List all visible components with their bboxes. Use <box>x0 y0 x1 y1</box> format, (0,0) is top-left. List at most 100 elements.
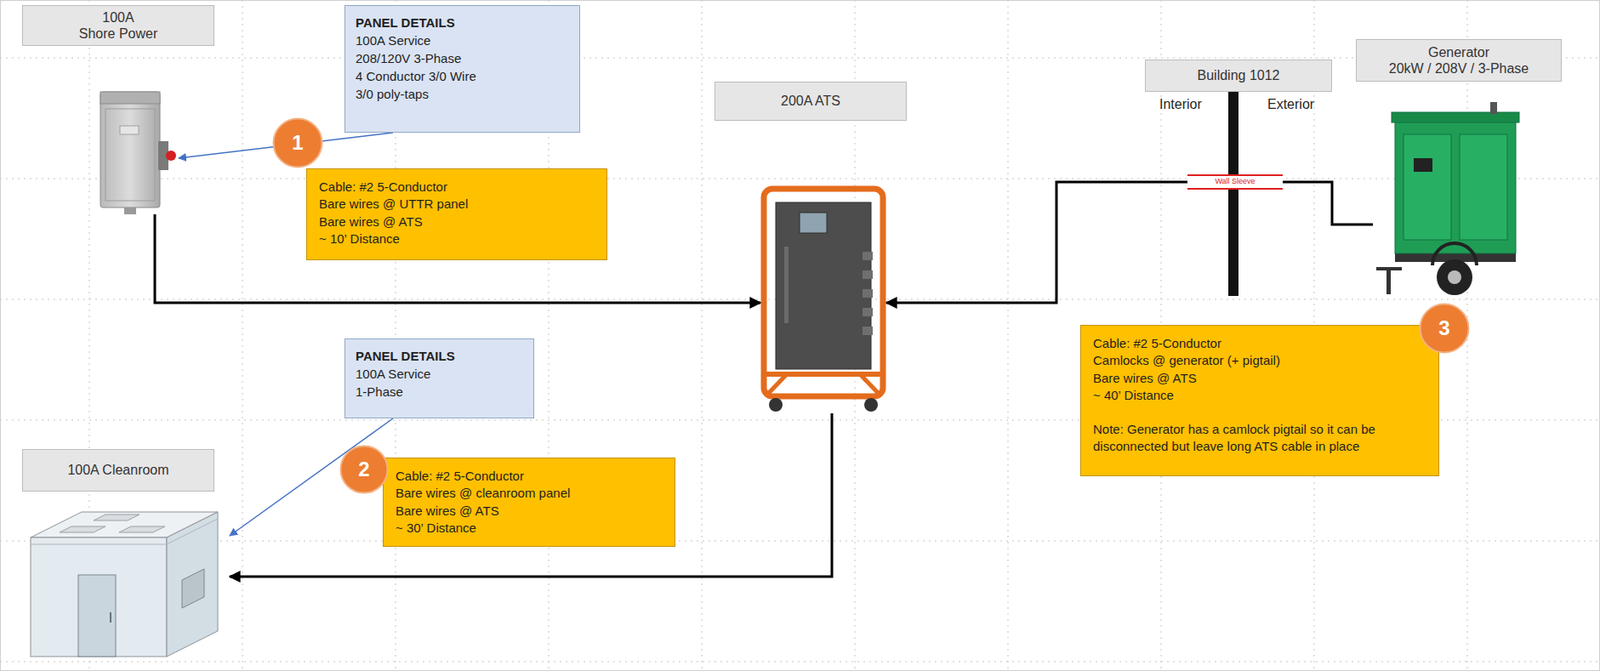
equipment-label-box: 200A ATS <box>714 81 907 121</box>
generator-trailer-part <box>1391 112 1520 123</box>
transfer-switch-part <box>763 371 883 377</box>
equipment-node: 200A ATS <box>760 183 887 414</box>
cable-note-line: ~ 10’ Distance <box>318 230 595 248</box>
grid-lines-part <box>701 0 703 671</box>
cable-note-box: Cable: #2 5-ConductorBare wires @ UTTR p… <box>306 168 608 261</box>
transfer-switch-part <box>862 289 873 298</box>
wall-sleeve-part <box>1187 187 1283 190</box>
panel-line: 1-Phase <box>355 382 524 401</box>
sleeve-label: Wall Sleeve <box>1212 177 1257 187</box>
cleanroom-enclosure-part <box>166 518 218 545</box>
cleanroom-enclosure-part <box>78 575 116 657</box>
callout-circle-fill <box>273 119 323 168</box>
callout-circle-fill <box>341 446 388 494</box>
transfer-switch-part <box>862 251 873 261</box>
wall-sleeve-part <box>1187 175 1283 189</box>
equipment-node: 100A Cleanroom <box>20 505 230 666</box>
generator-trailer-part <box>1403 134 1452 240</box>
side-label: Exterior <box>1267 96 1315 113</box>
panel-line: 100A Service <box>355 31 570 50</box>
callout-circle: 1 <box>272 117 324 169</box>
transfer-switch-part <box>799 212 827 234</box>
equipment-node: Generator20kW / 208V / 3-Phase <box>1372 102 1521 307</box>
generator-trailer-part <box>1413 158 1433 172</box>
cleanroom-enclosure-part <box>109 612 112 623</box>
power-cable-arrow <box>886 182 1373 303</box>
equipment-label: 100A <box>102 9 134 26</box>
transfer-switch-part <box>862 307 873 317</box>
generator-trailer-part <box>1436 259 1473 296</box>
leader-arrow <box>229 418 393 536</box>
cable-note-line: ~ 40’ Distance <box>1093 387 1427 405</box>
cleanroom-enclosure-part <box>166 512 218 657</box>
cleanroom-enclosure-part <box>93 514 140 521</box>
transfer-switch-part <box>859 374 882 397</box>
disconnect-switch-part <box>105 108 155 201</box>
power-cable-arrow <box>229 413 832 577</box>
disconnect-switch-part <box>124 207 137 215</box>
equipment-label-box: 100AShore Power <box>22 5 215 46</box>
equipment-label: Generator <box>1428 44 1490 61</box>
transfer-switch <box>763 188 883 412</box>
grid-lines-part <box>0 661 1600 663</box>
building-wall <box>1228 91 1239 297</box>
transfer-switch-part <box>864 398 878 412</box>
disconnect-switch-part <box>100 91 160 208</box>
equipment-label: 100A Cleanroom <box>67 461 169 479</box>
disconnect-switch-part <box>100 91 160 104</box>
cable-note-line: Bare wires @ ATS <box>318 213 595 231</box>
generator-trailer-part <box>1490 102 1498 114</box>
disconnect-switch-part <box>165 150 177 161</box>
generator-trailer <box>1376 102 1520 296</box>
transfer-switch-part <box>768 398 783 412</box>
panel-heading: PANEL DETAILS <box>355 13 570 32</box>
disconnect-switch <box>100 91 177 215</box>
cable-note-line: Bare wires @ ATS <box>395 502 663 520</box>
callout-number: 3 <box>1438 316 1450 341</box>
disconnect-switch-part <box>119 125 139 135</box>
cable-note-line: Cable: #2 5-Conductor <box>318 178 595 196</box>
equipment-label-box: Generator20kW / 208V / 3-Phase <box>1355 39 1562 82</box>
cleanroom-enclosure-part <box>30 537 167 657</box>
cleanroom-enclosure-part <box>30 544 167 546</box>
grid-lines-part <box>0 540 1600 542</box>
cleanroom-enclosure-part <box>59 526 106 533</box>
panel-line: 208/120V 3-Phase <box>355 49 570 68</box>
cleanroom-enclosure-part <box>182 569 205 609</box>
cable-note-box: Cable: #2 5-ConductorBare wires @ cleanr… <box>382 457 676 547</box>
callout-circle: 3 <box>1418 302 1470 354</box>
transfer-switch-part <box>765 374 787 397</box>
cleanroom-enclosure-part <box>119 526 166 533</box>
cable-note-line: Bare wires @ UTTR panel <box>318 195 595 213</box>
side-label: Interior <box>1159 96 1202 113</box>
equipment-node: 100AShore Power <box>93 86 179 215</box>
cable-note-line: ~ 30’ Distance <box>395 519 663 537</box>
panel-details-box: PANEL DETAILS100A Service1-Phase <box>344 338 535 419</box>
cable-note-line: Bare wires @ ATS <box>1093 370 1427 388</box>
cable-note-line: Bare wires @ cleanroom panel <box>395 484 663 502</box>
grid-lines-part <box>1007 0 1009 671</box>
cable-note-box: Cable: #2 5-ConductorCamlocks @ generato… <box>1080 324 1440 477</box>
cable-note-line: Camlocks @ generator (+ pigtail) <box>1093 352 1427 370</box>
equipment-label: Shore Power <box>79 25 159 42</box>
wall-sleeve <box>1187 175 1283 189</box>
generator-trailer-part <box>1447 270 1462 285</box>
transfer-switch-part <box>784 246 789 324</box>
panel-line: 3/0 poly-taps <box>355 85 570 103</box>
callout-circle-fill <box>1420 304 1470 354</box>
transfer-switch-part <box>775 202 872 370</box>
grid-lines-part <box>242 0 244 671</box>
building-wall-part <box>1228 91 1239 297</box>
callout-circle: 2 <box>339 444 389 495</box>
wall-sleeve-part <box>1187 174 1283 177</box>
panel-details-box: PANEL DETAILS100A Service208/120V 3-Phas… <box>344 5 581 133</box>
transfer-switch-part <box>763 188 883 397</box>
equipment-label: Building 1012 <box>1197 67 1281 84</box>
cleanroom-enclosure <box>30 512 218 657</box>
panel-line: 4 Conductor 3/0 Wire <box>355 67 570 86</box>
equipment-label: 20kW / 208V / 3-Phase <box>1389 60 1530 77</box>
callout-number: 2 <box>358 457 370 482</box>
panel-line: 100A Service <box>355 364 524 383</box>
